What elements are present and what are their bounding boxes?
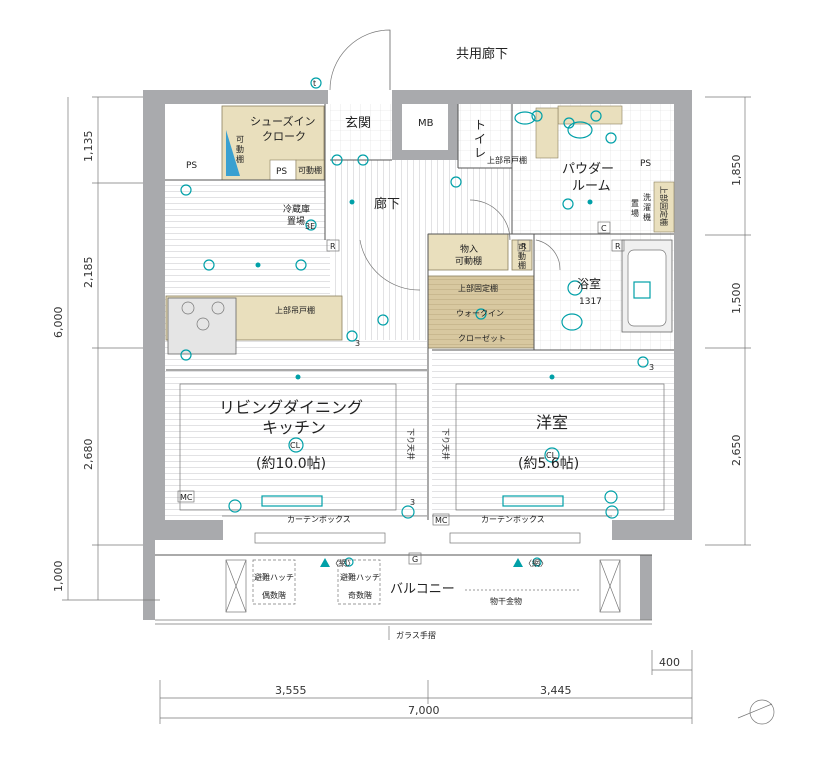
storage-label-1: 物入 [460, 243, 478, 255]
t-label: t [313, 79, 316, 88]
bath-size-label: 1317 [579, 297, 602, 307]
powder-room-label-2: ルーム [572, 179, 611, 194]
r-label-2: R [521, 242, 527, 251]
ldk-label-1: リビングダイニング [219, 398, 363, 417]
evac-even-2: 偶数階 [262, 590, 286, 600]
movable-shelf-v-3: 棚 [236, 154, 244, 164]
mc-label-right: MC [435, 516, 448, 525]
ps-right-label: PS [640, 159, 651, 169]
washer-3: 機 [643, 212, 651, 222]
num3-label-2: 3 [649, 363, 654, 372]
toilet-label-2: イ [474, 132, 486, 146]
bath-label: 浴室 [577, 276, 601, 291]
lowered-ceiling-left: 下り天井 [406, 428, 416, 460]
dim-left-2: 2,185 [82, 257, 95, 289]
common-corridor-label: 共用廊下 [456, 46, 508, 62]
movable-shelf-v-1: 可 [236, 135, 244, 144]
fixture-symbols [180, 77, 651, 567]
mb-label: MB [418, 118, 434, 129]
dimension-labels: 1,135 2,185 6,000 2,680 1,000 1,850 1,50… [52, 131, 743, 718]
dim-right-1: 1,850 [730, 155, 743, 187]
laundry-hardware-label: 物干金物 [490, 596, 522, 606]
ldk-label-2: キッチン [262, 418, 326, 437]
shoes-closet-label-1: シューズイン [250, 114, 315, 128]
dimension-lines [62, 96, 775, 725]
walkin-label-1: ウォークイン [456, 309, 504, 318]
tag-boxes [177, 221, 625, 565]
evac-even-1: 避難ハッチ [254, 572, 294, 582]
washer-4: 置 [631, 199, 639, 208]
washer-2: 濯 [643, 202, 651, 212]
dim-left-4: 2,680 [82, 439, 95, 471]
num3-label-1: 3 [355, 339, 360, 348]
room-labels: 共用廊下 玄関 MB ト イ レ 上部吊戸棚 パウダー ルーム PS PS シュ… [180, 46, 669, 640]
entrance-label: 玄関 [345, 116, 371, 131]
num3e-label: 3E [305, 222, 315, 231]
dim-bottom-3: 7,000 [408, 704, 440, 717]
dim-left-5: 1,000 [52, 561, 65, 593]
evac-odd-2: 奇数階 [348, 590, 372, 600]
g-label: G [412, 555, 418, 564]
ldk-size-label: (約10.0帖) [256, 456, 326, 472]
washer-1: 洗 [643, 192, 651, 202]
partitions [155, 29, 674, 625]
ps-small-label: PS [276, 167, 287, 177]
storage-small-1: 可 [518, 243, 526, 252]
dim-bottom-1: 3,555 [275, 684, 307, 697]
c-label: C [601, 224, 607, 233]
dim-left-1: 1,135 [82, 131, 95, 163]
dim-right-3: 2,650 [730, 435, 743, 467]
storage-small-3: 棚 [518, 260, 526, 270]
upper-cabinet-kitchen-label: 上部吊戸棚 [275, 305, 315, 315]
curtain-box-right: カーテンボックス [481, 515, 545, 524]
glass-railing-label: ガラス手摺 [396, 630, 436, 640]
western-room-label: 洋室 [536, 413, 568, 432]
corridor-label: 廊下 [374, 196, 400, 212]
toilet-label-1: ト [474, 118, 486, 132]
fridge-label-2: 置場 [287, 215, 305, 227]
curtain-box-left: カーテンボックス [287, 515, 351, 524]
dim-bottom-4: 400 [659, 656, 680, 669]
upper-fixed-v-label: 上部固定棚 [659, 186, 669, 226]
mesh-right-label: 〈網〉 [524, 558, 548, 568]
shoes-closet-label-2: クローク [262, 130, 306, 143]
dim-bottom-2: 3,445 [540, 684, 572, 697]
lowered-ceiling-right: 下り天井 [441, 428, 451, 460]
upper-fixed-shelf-label: 上部固定棚 [458, 283, 498, 293]
fridge-label-1: 冷蔵庫 [283, 203, 310, 215]
upper-cabinet-toilet-label: 上部吊戸棚 [487, 155, 527, 165]
ps-left-label: PS [186, 161, 197, 171]
dim-left-3: 6,000 [52, 307, 65, 339]
storage-small-2: 動 [518, 252, 526, 261]
western-size-label: (約5.6帖) [518, 456, 579, 472]
evac-odd-1: 避難ハッチ [340, 572, 380, 582]
storage-label-2: 可動棚 [455, 255, 482, 267]
cl-label-ldk: CL [290, 441, 301, 450]
r-label-3: R [615, 242, 621, 251]
dim-right-2: 1,500 [730, 283, 743, 315]
num3-label-3: 3 [410, 498, 415, 507]
washer-5: 場 [631, 208, 639, 218]
walkin-label-2: クローゼット [458, 333, 506, 343]
r-label-1: R [330, 242, 336, 251]
movable-shelf-v-2: 動 [236, 145, 244, 154]
powder-room-label-1: パウダー [562, 162, 614, 177]
balcony-label: バルコニー [390, 582, 455, 597]
toilet-label-3: レ [474, 146, 486, 160]
built-ins [165, 105, 675, 355]
mesh-left-label: 〈網〉 [331, 558, 355, 568]
mc-label-left: MC [180, 493, 193, 502]
cl-label-western: CL [546, 451, 557, 460]
movable-shelf-h: 可動棚 [298, 165, 322, 175]
